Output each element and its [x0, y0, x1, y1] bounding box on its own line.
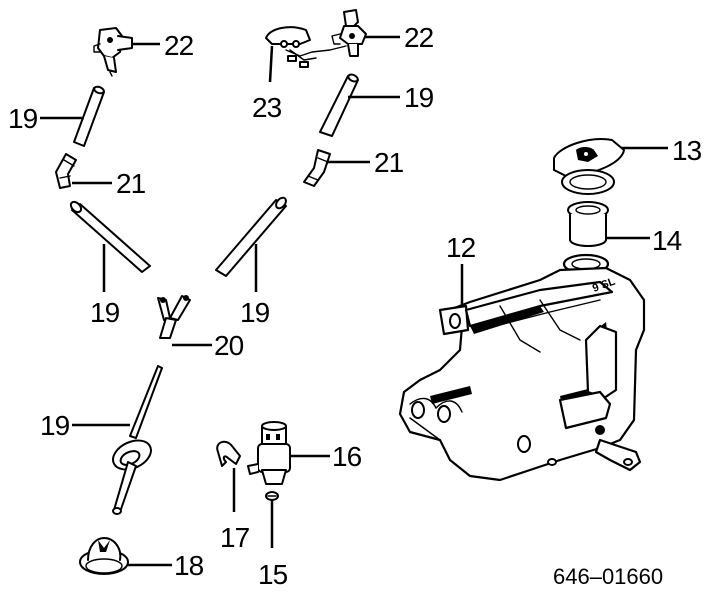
callout-19-bottom: 19 [40, 410, 70, 441]
callout-22-right: 22 [404, 22, 434, 53]
washer-tank-12: 9 SL [398, 253, 646, 482]
callout-21-left: 21 [116, 168, 146, 199]
callout-15: 16 [332, 441, 362, 472]
elbow-21-left [55, 153, 77, 189]
callout-20: 20 [214, 330, 244, 361]
pump-15 [247, 421, 291, 485]
callout-17: 17 [220, 522, 250, 553]
callout-23: 23 [252, 92, 282, 123]
callout-19-mid-right: 19 [240, 297, 270, 328]
hose-19-top-left [73, 85, 105, 147]
filler-neck-14 [567, 201, 609, 247]
callout-19-top-left: 19 [8, 103, 38, 134]
callout-16: 15 [258, 559, 288, 590]
callout-22-left: 22 [164, 30, 194, 61]
hose-19-top-right [319, 73, 359, 137]
callout-19-top-right: 19 [404, 82, 434, 113]
screw-16 [265, 491, 279, 501]
grommet-18 [79, 537, 129, 575]
elbow-17 [216, 440, 241, 467]
callout-21-right: 21 [374, 147, 404, 178]
callout-19-mid-left: 19 [90, 297, 120, 328]
callout-18: 18 [174, 550, 204, 581]
nozzle-23-heater [265, 26, 347, 68]
nozzle-22-right [331, 9, 367, 57]
elbow-21-right [303, 149, 331, 187]
hose-19-mid-right [215, 196, 287, 277]
callout-12: 12 [446, 232, 476, 263]
hose-19-mid-left [69, 200, 151, 273]
callout-13: 13 [672, 135, 702, 166]
filler-cap-13 [553, 138, 625, 195]
y-connector-20 [157, 295, 191, 339]
nozzle-22-left [93, 27, 133, 77]
callout-14: 14 [652, 225, 682, 256]
drawing-number: 646–01660 [553, 564, 663, 589]
hose-19-bottom [112, 365, 163, 515]
